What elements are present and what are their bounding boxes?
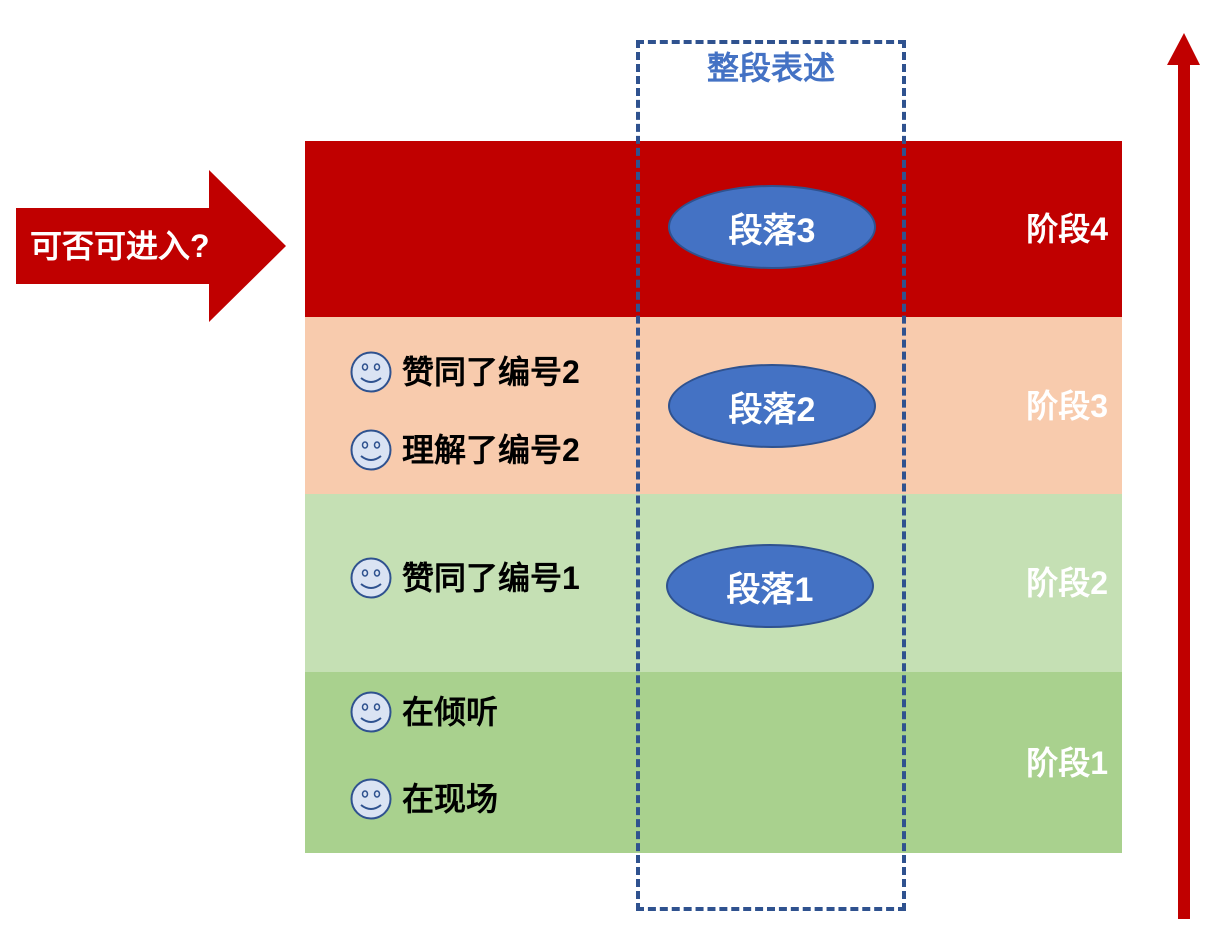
paragraph-ellipse-1: 段落1 (666, 544, 874, 628)
stage-band-3: 阶段3 (305, 317, 1122, 494)
smiley-face-icon (350, 351, 392, 393)
paragraph-ellipse-2: 段落2 (668, 364, 876, 448)
item-label: 赞同了编号1 (402, 560, 580, 596)
item-label: 在倾听 (402, 694, 499, 730)
entry-question: 可否可进入? (30, 228, 210, 264)
diagram-title: 整段表述 (706, 50, 835, 86)
list-item: 在倾听 (350, 691, 498, 733)
item-label: 赞同了编号2 (402, 354, 580, 390)
stage-label-3: 阶段3 (1026, 387, 1108, 424)
item-label: 在现场 (402, 781, 499, 817)
stage-label-2: 阶段2 (1026, 565, 1108, 601)
list-item: 在现场 (350, 778, 498, 820)
list-item: 理解了编号2 (350, 429, 580, 471)
smiley-face-icon (350, 429, 392, 471)
list-item: 赞同了编号2 (350, 351, 580, 393)
paragraph-ellipse-3: 段落3 (668, 185, 876, 269)
smiley-face-icon (350, 557, 392, 599)
item-label: 理解了编号2 (402, 432, 580, 468)
stage-label-1: 阶段1 (1026, 744, 1108, 781)
smiley-face-icon (350, 691, 392, 733)
stage-band-1: 阶段1 (305, 672, 1122, 853)
smiley-face-icon (350, 778, 392, 820)
right-arrow-icon (16, 170, 286, 322)
up-arrow-icon (1167, 33, 1200, 919)
stage-label-4: 阶段4 (1026, 211, 1108, 247)
list-item: 赞同了编号1 (350, 557, 580, 599)
